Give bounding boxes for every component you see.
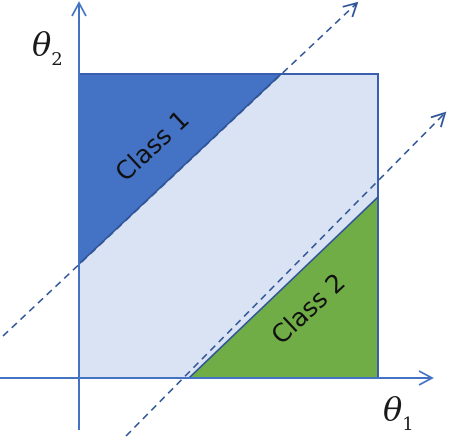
upper-dashed-boundary-line — [2, 1, 359, 337]
y-axis-label-var: θ — [32, 25, 51, 63]
x-axis-label-var: θ — [383, 390, 402, 428]
y-axis-label: θ2 — [32, 25, 63, 70]
class-2-solid-boundary — [188, 196, 379, 379]
lower-dashed-boundary-line — [125, 111, 447, 437]
x-axis-label: θ1 — [383, 390, 414, 435]
y-axis-label-sub: 2 — [51, 49, 62, 70]
x-axis-label-sub: 1 — [402, 414, 413, 435]
